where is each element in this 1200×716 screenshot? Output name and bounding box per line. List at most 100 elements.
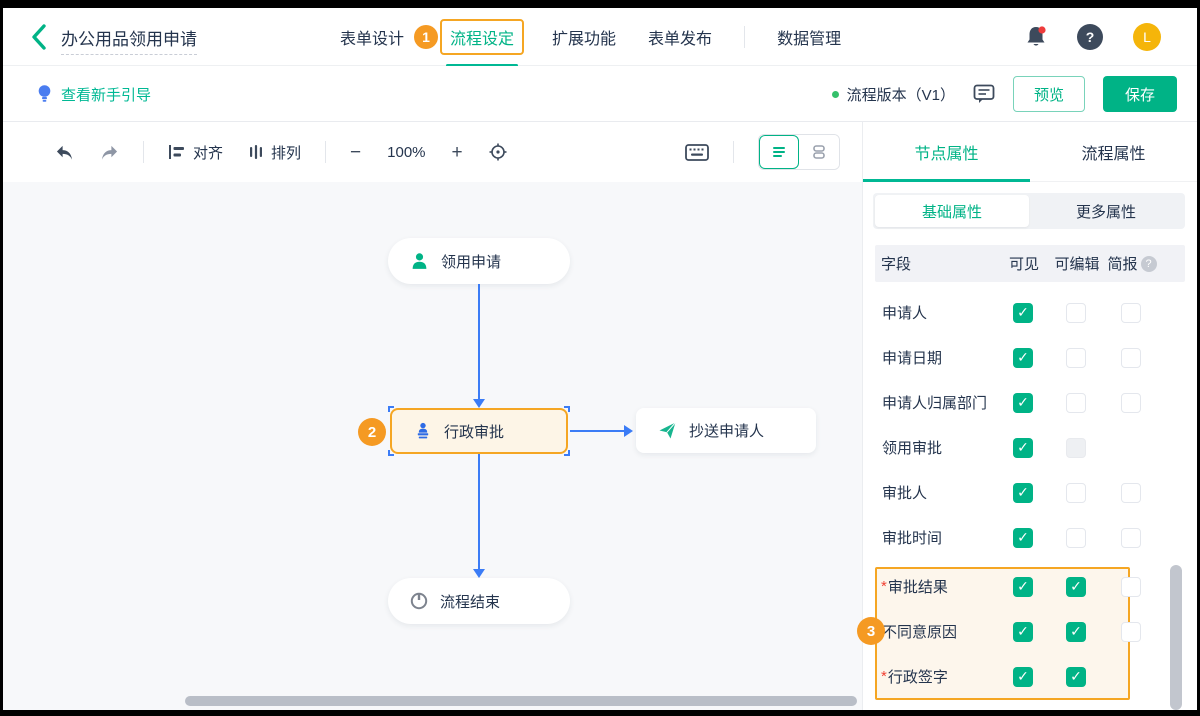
- visible-checkbox[interactable]: [1013, 666, 1033, 687]
- visible-checkbox[interactable]: [1013, 482, 1033, 503]
- arrange-icon: [250, 145, 263, 159]
- editable-checkbox[interactable]: [1066, 392, 1086, 413]
- report-checkbox[interactable]: [1121, 347, 1141, 368]
- zoom-out-button[interactable]: −: [350, 141, 362, 163]
- editable-checkbox[interactable]: [1066, 576, 1086, 597]
- back-button[interactable]: [27, 22, 53, 52]
- list-view-button[interactable]: [759, 135, 799, 169]
- shortcuts-button[interactable]: [685, 143, 709, 161]
- selection-handle: [388, 406, 394, 412]
- tab-process-properties[interactable]: 流程属性: [1081, 145, 1146, 163]
- undo-icon: [56, 145, 73, 160]
- arrange-button[interactable]: 排列: [249, 142, 301, 163]
- field-row: 审批人: [863, 470, 1197, 515]
- report-checkbox[interactable]: [1121, 576, 1141, 597]
- tab-data-management[interactable]: 数据管理: [777, 31, 842, 48]
- report-checkbox[interactable]: [1121, 302, 1141, 323]
- list-view-icon: [773, 147, 785, 157]
- flow-canvas[interactable]: 领用申请 行政审批: [3, 182, 862, 710]
- subheader-actions: 流程版本（V1） 预览 保存: [831, 66, 1177, 122]
- help-button[interactable]: ?: [1077, 24, 1103, 50]
- tab-extensions[interactable]: 扩展功能: [552, 31, 617, 48]
- editable-checkbox[interactable]: [1066, 482, 1086, 503]
- align-icon: [169, 145, 184, 159]
- notifications-button[interactable]: [1025, 25, 1047, 49]
- send-icon: [659, 422, 676, 439]
- card-view-button[interactable]: [799, 135, 839, 169]
- preview-button[interactable]: 预览: [1013, 76, 1085, 112]
- visible-checkbox[interactable]: [1013, 527, 1033, 548]
- fit-view-button[interactable]: [489, 143, 507, 161]
- app-window: 办公用品领用申请 表单设计 1 流程设定 扩展功能 表单发布 数据管理 ? L: [3, 8, 1197, 710]
- node-label: 流程结束: [440, 593, 501, 611]
- step-badge-2: 2: [358, 418, 386, 446]
- panel-vertical-scrollbar[interactable]: [1170, 565, 1182, 710]
- step-badge-1: 1: [414, 25, 439, 49]
- canvas-toolbar: 对齐 排列 − 100% +: [3, 122, 862, 182]
- comment-button[interactable]: [973, 84, 995, 104]
- panel-subtabs: 基础属性 更多属性: [873, 193, 1185, 229]
- report-help-icon[interactable]: ?: [1140, 255, 1157, 272]
- subtab-basic-properties[interactable]: 基础属性: [875, 195, 1029, 227]
- tab-form-publish[interactable]: 表单发布: [648, 31, 713, 48]
- report-checkbox[interactable]: [1121, 621, 1141, 642]
- editable-checkbox[interactable]: [1066, 437, 1086, 458]
- align-label: 对齐: [193, 144, 224, 162]
- editable-checkbox[interactable]: [1066, 527, 1086, 548]
- field-row: 领用审批: [863, 425, 1197, 470]
- canvas-horizontal-scrollbar[interactable]: [185, 696, 857, 706]
- node-start[interactable]: 领用申请: [388, 238, 570, 284]
- keyboard-icon: [685, 143, 709, 161]
- visible-checkbox[interactable]: [1013, 392, 1033, 413]
- field-row: 不同意原因: [863, 609, 1197, 654]
- comment-icon: [973, 84, 995, 103]
- col-report: 简报: [1107, 256, 1138, 273]
- user-avatar[interactable]: L: [1133, 23, 1161, 51]
- edge-start-approval: [478, 284, 480, 400]
- tab-process-settings[interactable]: 流程设定: [450, 31, 515, 48]
- power-icon: [410, 592, 428, 610]
- editable-checkbox[interactable]: [1066, 302, 1086, 323]
- visible-checkbox[interactable]: [1013, 302, 1033, 323]
- required-asterisk: *: [881, 668, 887, 685]
- process-version: 流程版本（V1）: [831, 84, 955, 105]
- visible-checkbox[interactable]: [1013, 437, 1033, 458]
- field-label: 申请日期: [882, 350, 943, 367]
- toolbar-divider: [143, 141, 144, 163]
- header-actions: ? L: [1025, 8, 1161, 66]
- redo-button[interactable]: [100, 144, 119, 161]
- zoom-in-button[interactable]: +: [451, 141, 463, 163]
- visible-checkbox[interactable]: [1013, 576, 1033, 597]
- field-row: 申请人归属部门: [863, 380, 1197, 425]
- toolbar-divider: [325, 141, 327, 163]
- subtab-more-properties[interactable]: 更多属性: [1075, 203, 1136, 221]
- node-label: 领用申请: [441, 253, 502, 271]
- field-row: 申请人: [863, 290, 1197, 335]
- card-view-icon: [813, 145, 825, 159]
- tab-form-design[interactable]: 表单设计: [340, 31, 405, 48]
- editable-checkbox[interactable]: [1066, 666, 1086, 687]
- beginner-guide-link[interactable]: 查看新手引导: [37, 66, 151, 122]
- field-label: 审批时间: [882, 530, 943, 547]
- visible-checkbox[interactable]: [1013, 347, 1033, 368]
- required-asterisk: *: [881, 578, 887, 595]
- node-cc[interactable]: 抄送申请人: [636, 408, 816, 453]
- editable-checkbox[interactable]: [1066, 347, 1086, 368]
- field-label: 不同意原因: [882, 624, 958, 641]
- node-approval[interactable]: 行政审批: [388, 406, 570, 456]
- top-header: 办公用品领用申请 表单设计 1 流程设定 扩展功能 表单发布 数据管理 ? L: [3, 8, 1197, 67]
- report-checkbox[interactable]: [1121, 482, 1141, 503]
- col-editable: 可编辑: [1054, 256, 1100, 273]
- arrowhead-right: [624, 425, 633, 437]
- node-end[interactable]: 流程结束: [388, 578, 570, 624]
- node-label: 行政审批: [444, 423, 505, 441]
- align-button[interactable]: 对齐: [168, 142, 223, 163]
- save-button[interactable]: 保存: [1103, 76, 1177, 112]
- visible-checkbox[interactable]: [1013, 621, 1033, 642]
- page-title[interactable]: 办公用品领用申请: [61, 25, 197, 55]
- editable-checkbox[interactable]: [1066, 621, 1086, 642]
- report-checkbox[interactable]: [1121, 392, 1141, 413]
- report-checkbox[interactable]: [1121, 527, 1141, 548]
- undo-button[interactable]: [55, 144, 74, 161]
- tab-node-properties[interactable]: 节点属性: [863, 122, 1030, 182]
